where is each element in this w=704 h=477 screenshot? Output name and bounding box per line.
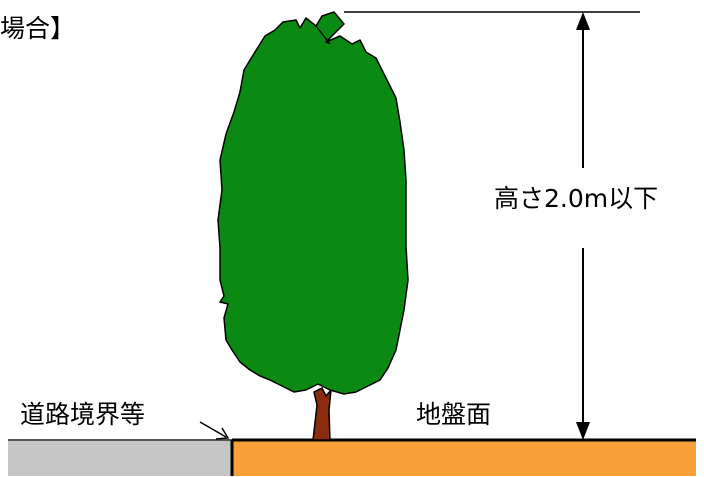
road-boundary-label: 道路境界等 [20,400,146,429]
canopy-notch [315,25,331,45]
boundary-pointer-head [215,427,230,440]
boundary-pointer-line [199,421,227,438]
height-arrowhead-top [576,12,590,30]
tree-trunk [312,386,332,441]
height-arrowhead-bottom [576,422,590,440]
ground-block [232,440,696,476]
road-strip [8,440,232,476]
height-limit-label: 高さ2.0m以下 [494,184,659,213]
tree-canopy [217,11,409,395]
header-fragment: 場合】 [0,14,76,43]
ground-surface-label: 地盤面 [416,400,492,429]
